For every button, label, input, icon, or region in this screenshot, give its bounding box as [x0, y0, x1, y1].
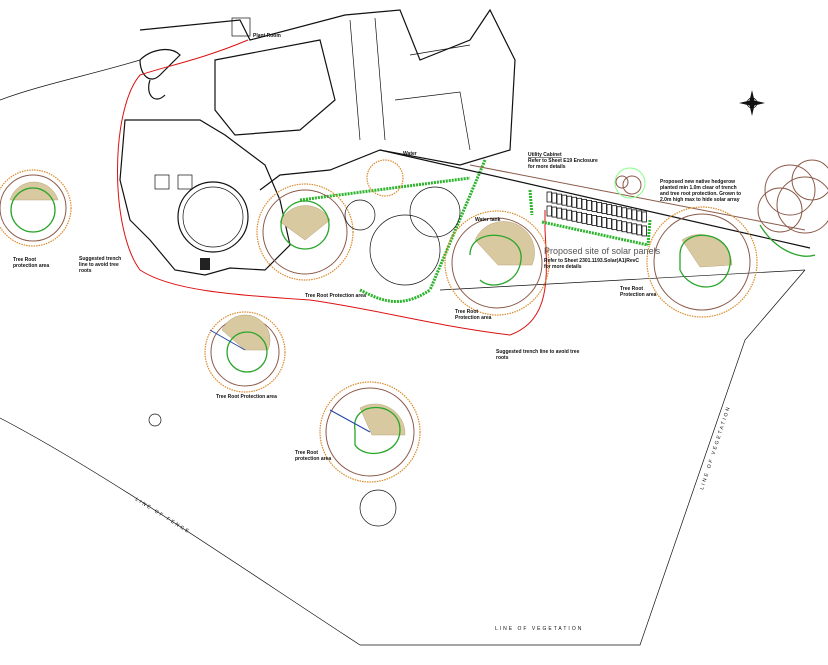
- solar-panel: [556, 207, 562, 219]
- tree-rpa-lower-left: [204, 311, 286, 393]
- plant-room-label: Plant Room: [253, 33, 281, 39]
- solar-panel: [636, 210, 642, 222]
- rpa-label-lower: Tree Root protection area: [295, 450, 331, 462]
- solar-panel: [601, 203, 607, 214]
- tree-rpa-right: [646, 206, 758, 318]
- solar-panel: [601, 217, 607, 228]
- solar-panel: [566, 195, 572, 207]
- solar-panel: [566, 209, 572, 221]
- solar-panel: [546, 205, 552, 217]
- solar-panel: [586, 199, 592, 211]
- solar-panel: [641, 225, 647, 237]
- solar-site-label: Proposed site of solar panels: [544, 246, 661, 256]
- solar-panel: [561, 194, 567, 206]
- annotations: Plant Room Water Water tank Utility Cabi…: [13, 33, 743, 632]
- trench-label-left: Suggested trench line to avoid tree root…: [79, 256, 123, 274]
- line-of-vegetation-right-label: LINE OF VEGETATION: [699, 405, 732, 491]
- solar-panel: [631, 223, 637, 235]
- solar-panel: [621, 207, 627, 219]
- solar-panel: [571, 210, 577, 222]
- solar-panel: [596, 202, 602, 213]
- tree-rpa-tank: [444, 210, 550, 316]
- solar-panel: [551, 206, 557, 218]
- water-label: Water: [403, 151, 417, 157]
- solar-panel: [591, 201, 597, 212]
- utility-cabinet-label: Utility Cabinet Refer to Sheet E19 Enclo…: [528, 152, 599, 170]
- solar-panel: [576, 211, 582, 223]
- solar-panel: [561, 208, 567, 220]
- solar-panel: [636, 224, 642, 236]
- tree-symbols: [148, 159, 461, 527]
- line-of-vegetation-bottom-label: LINE OF VEGETATION: [495, 626, 583, 632]
- solar-panel: [581, 198, 587, 210]
- solar-panel-array: [546, 191, 647, 237]
- suggested-trench-line: [117, 39, 547, 336]
- solar-panel: [616, 220, 622, 232]
- solar-panel: [586, 213, 592, 225]
- service-line: [379, 149, 811, 249]
- building-complex: [119, 8, 516, 276]
- solar-panel: [581, 212, 587, 224]
- hedgerow: [299, 159, 652, 304]
- tree-cluster-far-right: [757, 159, 828, 257]
- solar-panel: [626, 222, 632, 234]
- solar-panel: [546, 191, 552, 203]
- solar-panel: [611, 205, 617, 217]
- solar-panel: [631, 209, 637, 221]
- solar-panel: [556, 193, 562, 205]
- tree-rpa-left: [0, 169, 72, 247]
- solar-panel: [606, 218, 612, 230]
- solar-panel: [621, 221, 627, 233]
- rpa-label-left: Tree Root protection area: [13, 257, 49, 269]
- new-tree-pair: [614, 167, 646, 199]
- north-arrow-icon: [739, 90, 765, 116]
- rpa-label-tank: Tree Root Protection area: [455, 309, 492, 321]
- solar-panel: [616, 206, 622, 218]
- hedgerow-label: Proposed new native hedgerow planted min…: [660, 179, 743, 203]
- rpa-label-right: Tree Root Protection area: [620, 286, 657, 298]
- site-boundary: [0, 59, 806, 646]
- water-tank-label: Water tank: [475, 217, 501, 223]
- rpa-label-center: Tree Root Protection area: [305, 293, 366, 299]
- solar-panel: [606, 204, 612, 216]
- tree-rpa-center: [256, 183, 354, 281]
- tree-rpa-lower-middle: [319, 381, 421, 483]
- solar-ref-label: Refer to Sheet 2301.1193.Solar(A1)RevC f…: [544, 258, 640, 270]
- rpa-label-mid: Tree Root Protection area: [216, 394, 277, 400]
- solar-panel: [596, 216, 602, 227]
- solar-panel: [551, 192, 557, 204]
- line-of-fence-label: LINE OF FENCE: [134, 497, 191, 536]
- solar-panel: [641, 211, 647, 223]
- solar-panel: [591, 215, 597, 226]
- solar-panel: [571, 196, 577, 208]
- trench-label-bottom: Suggested trench line to avoid tree root…: [496, 349, 581, 361]
- solar-panel: [626, 208, 632, 220]
- solar-panel: [611, 219, 617, 231]
- solar-panel: [576, 197, 582, 209]
